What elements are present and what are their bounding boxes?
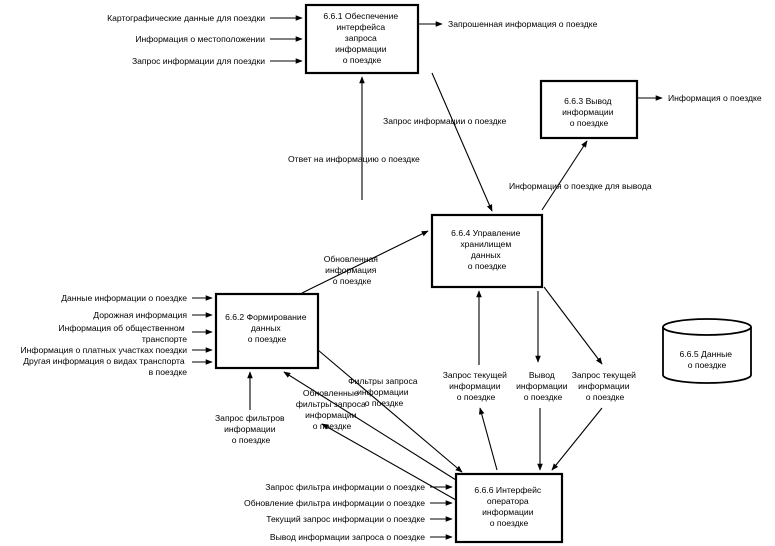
label-other-transport-info-2: в поездке: [149, 367, 188, 377]
label-map-data: Картографические данные для поездки: [107, 13, 265, 23]
label-filter-info-request-1: Запрос фильтров: [215, 413, 285, 423]
process-6-6-2-line-2: данных: [251, 323, 281, 333]
process-6-6-6-line-4: о поездке: [490, 518, 529, 528]
process-6-6-6-line-1: 6.6.6 Интерфейс: [474, 485, 541, 495]
svg-text:6.6.2 Формирование данны: 6.6.2 Формирование данных о поездке: [225, 312, 309, 344]
flow-updated-trip-info: [301, 230, 429, 294]
flow-current-request-left-lower: [478, 407, 498, 471]
label-trip-info-request-in: Запрос информации для поездки: [132, 56, 265, 66]
process-6-6-1-line-5: о поездке: [343, 55, 382, 65]
label-op-current-request: Текущий запрос информации о поездке: [266, 514, 425, 524]
process-6-6-4-line-3: данных: [471, 250, 501, 260]
process-6-6-1: 6.6.1 Обеспечение интерфейса запроса инф…: [304, 3, 420, 75]
data-store-6-6-5: 6.6.5 Данные о поездке: [662, 318, 752, 384]
process-6-6-1-line-3: запроса: [345, 33, 377, 43]
process-6-6-1-line-2: интерфейса: [336, 22, 385, 32]
label-output-info-1: Вывод: [529, 370, 555, 380]
label-updated-trip-info-3: о поездке: [333, 276, 372, 286]
label-trip-info-data: Данные информации о поездке: [61, 293, 187, 303]
label-current-request-left-3: о поездке: [457, 392, 496, 402]
label-public-transport-info-1: Информация об общественном: [58, 323, 184, 333]
label-requested-trip-info: Запрошенная информация о поездке: [448, 19, 598, 29]
svg-text:Фильтры запроса информации: Фильтры запроса информации о поездке: [348, 376, 420, 408]
label-public-transport-info-2: транспорте: [142, 334, 187, 344]
process-6-6-4-line-1: 6.6.4 Управление: [451, 228, 520, 238]
flow-current-request-right-lower: [551, 407, 603, 471]
svg-text:Обновленные фильтры запрос: Обновленные фильтры запроса информации о…: [296, 388, 368, 431]
flow-updated-filters: [283, 371, 457, 481]
process-6-6-2-line-1: 6.6.2 Формирование: [225, 312, 307, 322]
label-updated-filters-1: Обновленные: [303, 388, 359, 398]
svg-text:6.6.1 Обеспечение интерф: 6.6.1 Обеспечение интерфейса запроса инф…: [323, 11, 400, 65]
process-6-6-6: 6.6.6 Интерфейс оператора информации о п…: [454, 472, 564, 544]
label-output-info-2: информации: [516, 381, 568, 391]
label-current-request-right-3: о поездке: [586, 392, 625, 402]
label-op-output-request: Вывод информации запроса о поездке: [270, 532, 425, 542]
process-6-6-3-line-3: о поездке: [570, 118, 609, 128]
svg-text:Информация об общественном: Информация об общественном транспорте: [58, 323, 187, 344]
label-current-request-right-2: информации: [578, 381, 630, 391]
label-filter-info-request-2: информации: [224, 424, 276, 434]
process-6-6-4: 6.6.4 Управление хранилищем данных о пое…: [430, 213, 544, 289]
label-trip-info-for-output: Информация о поездке для вывода: [509, 181, 652, 191]
process-6-6-1-line-4: информации: [335, 44, 387, 54]
label-trip-info-out: Информация о поездке: [668, 93, 762, 103]
label-toll-info: Информация о платных участках поездки: [20, 345, 187, 355]
label-other-transport-info-1: Другая информация о видах транспорта: [23, 356, 185, 366]
svg-text:6.6.4 Управление хранили: 6.6.4 Управление хранилищем данных о пое…: [451, 228, 523, 271]
process-6-6-6-line-3: информации: [482, 507, 534, 517]
process-6-6-6-line-2: оператора: [487, 496, 529, 506]
data-store-line-1: 6.6.5 Данные: [680, 349, 733, 359]
label-updated-trip-info-2: информация: [325, 265, 377, 275]
flow-current-request-right: [543, 286, 603, 365]
process-6-6-1-line-1: 6.6.1 Обеспечение: [323, 11, 398, 21]
label-updated-filters-2: фильтры запроса: [296, 399, 366, 409]
process-6-6-3-line-2: информации: [562, 107, 614, 117]
flow-trip-info-for-output: [541, 140, 588, 211]
process-6-6-4-line-2: хранилищем: [460, 239, 511, 249]
svg-text:Вывод информации о пое: Вывод информации о поездке: [516, 370, 570, 402]
svg-text:6.6.5 Данные о поездке: 6.6.5 Данные о поездке: [680, 349, 735, 370]
svg-text:Запрос текущей информации: Запрос текущей информации о поездке: [572, 370, 639, 402]
data-store-line-2: о поездке: [688, 360, 727, 370]
label-filter-request-2: информации: [357, 387, 409, 397]
label-filter-request-1: Фильтры запроса: [348, 376, 418, 386]
process-6-6-2-line-3: о поездке: [248, 334, 287, 344]
svg-text:Запрос фильтров информации: Запрос фильтров информации о поездке: [215, 413, 287, 445]
flow-filter-request-trip-info: [317, 349, 463, 473]
label-trip-info-request: Запрос информации о поездке: [383, 116, 506, 126]
label-current-request-left-1: Запрос текущей: [443, 370, 507, 380]
label-updated-filters-3: информации: [305, 410, 357, 420]
label-location-info: Информация о местоположении: [135, 34, 265, 44]
label-filter-info-request-3: о поездке: [232, 435, 271, 445]
svg-text:Обновленная информация: Обновленная информация о поездке: [324, 254, 381, 286]
svg-text:6.6.3 Вывод информации: 6.6.3 Вывод информации о поездке: [562, 96, 616, 128]
svg-text:6.6.6 Интерфейс оператор: 6.6.6 Интерфейс оператора информации о п…: [474, 485, 543, 528]
process-6-6-3: 6.6.3 Вывод информации о поездке: [539, 79, 639, 140]
label-road-info: Дорожная информация: [93, 310, 187, 320]
label-current-request-right-1: Запрос текущей: [572, 370, 636, 380]
process-6-6-3-line-1: 6.6.3 Вывод: [564, 96, 611, 106]
process-6-6-2: 6.6.2 Формирование данных о поездке: [214, 292, 320, 370]
svg-text:Другая информация о видах тран: Другая информация о видах транспорта в п…: [23, 356, 187, 377]
label-output-info-3: о поездке: [524, 392, 563, 402]
label-response-trip-info: Ответ на информацию о поездке: [288, 154, 420, 164]
label-filter-request-3: о поездке: [365, 398, 404, 408]
label-current-request-left-2: информации: [449, 381, 501, 391]
process-6-6-4-line-4: о поездке: [468, 261, 507, 271]
flow-trip-info-request: [431, 72, 493, 212]
label-op-filter-update: Обновление фильтра информации о поездке: [244, 498, 425, 508]
label-updated-filters-4: о поездке: [313, 421, 352, 431]
label-updated-trip-info-1: Обновленная: [324, 254, 379, 264]
svg-text:Запрос текущей информации: Запрос текущей информации о поездке: [443, 370, 510, 402]
label-op-filter-request: Запрос фильтра информации о поездке: [265, 482, 425, 492]
